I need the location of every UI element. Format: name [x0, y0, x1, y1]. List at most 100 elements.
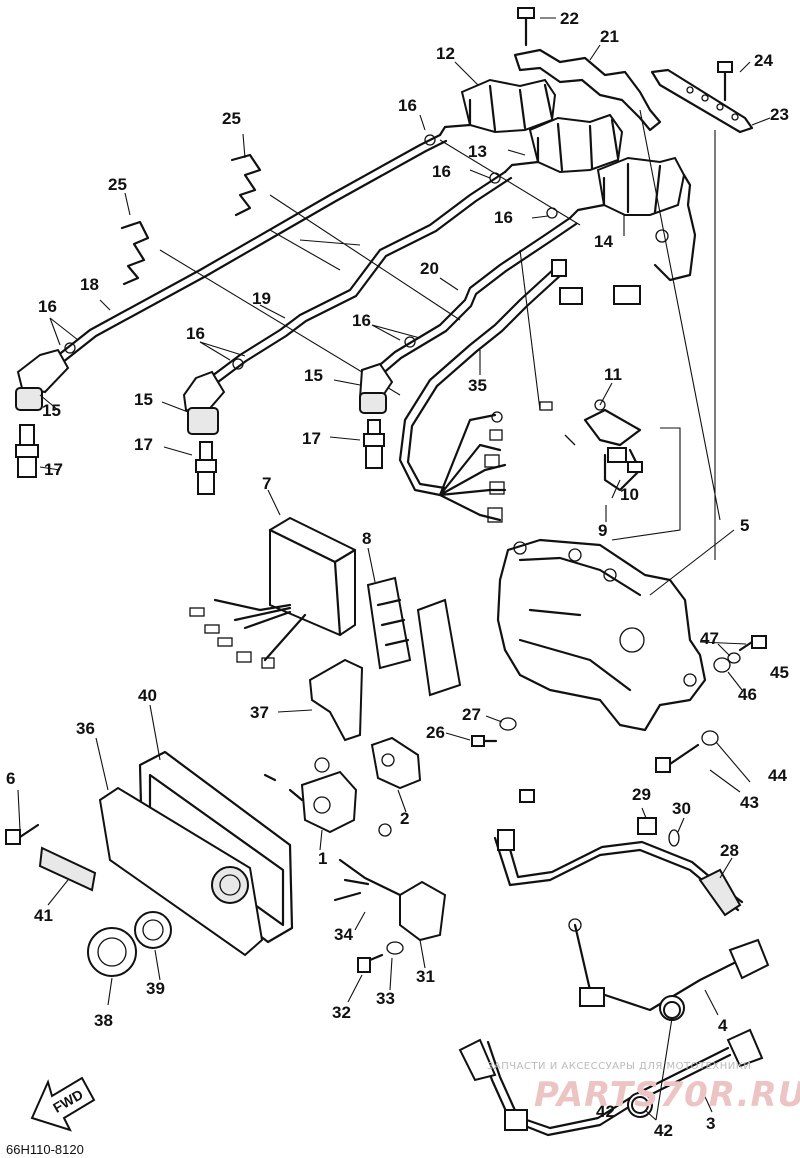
callout-17b: 17	[134, 435, 153, 454]
callout-37: 37	[250, 703, 269, 722]
bolt-26	[471, 735, 498, 747]
bolt-43	[655, 743, 700, 773]
washer-30	[668, 829, 680, 847]
callout-23: 23	[770, 105, 789, 124]
callout-33: 33	[376, 989, 395, 1008]
bracket-37	[308, 658, 364, 742]
fwd-arrow-icon	[30, 1076, 96, 1132]
callout-43: 43	[740, 793, 759, 812]
callout-39: 39	[146, 979, 165, 998]
callout-25a: 25	[222, 109, 241, 128]
callout-26: 26	[426, 723, 445, 742]
bolt-6	[5, 823, 40, 845]
cord-19	[198, 170, 513, 393]
callout-15b: 15	[134, 390, 153, 409]
washer-46	[713, 657, 731, 673]
leader-lines	[17, 17, 771, 1121]
callout-31: 31	[416, 967, 435, 986]
callout-1: 1	[318, 849, 328, 868]
callout-21: 21	[600, 27, 619, 46]
clip-11	[539, 399, 606, 446]
callout-25b: 25	[108, 175, 127, 194]
callout-5: 5	[740, 516, 750, 535]
plug-cap-15b	[182, 370, 226, 435]
callout-16a: 16	[398, 96, 417, 115]
callout-15c: 15	[304, 366, 323, 385]
callout-36: 36	[76, 719, 95, 738]
callout-46: 46	[738, 685, 757, 704]
fuse-10	[627, 461, 643, 473]
callout-8: 8	[362, 529, 372, 548]
cover-31	[399, 880, 447, 942]
callout-40: 40	[138, 686, 157, 705]
ignition-coil-13	[503, 113, 624, 174]
callout-4: 4	[718, 1016, 728, 1035]
callout-16d: 16	[38, 297, 57, 316]
washer-44	[701, 730, 719, 746]
terminal-34	[333, 823, 402, 902]
alignment-lines	[159, 109, 721, 560]
callout-27: 27	[462, 705, 481, 724]
callout-42a: 42	[596, 1102, 615, 1121]
callout-22: 22	[560, 9, 579, 28]
callout-41: 41	[34, 906, 53, 925]
callout-20: 20	[420, 259, 439, 278]
callout-12: 12	[436, 44, 455, 63]
clamp-25a	[230, 153, 262, 217]
callout-7: 7	[262, 474, 272, 493]
callout-44: 44	[768, 766, 787, 785]
callout-13: 13	[468, 142, 487, 161]
callout-47: 47	[700, 629, 719, 648]
wire-harness-35	[398, 259, 641, 523]
callout-35: 35	[468, 376, 487, 395]
ignition-coil-12	[438, 78, 557, 137]
washer-47	[727, 652, 741, 664]
callout-19: 19	[252, 289, 271, 308]
cord-20	[366, 216, 578, 383]
callout-30: 30	[672, 799, 691, 818]
callout-45: 45	[770, 663, 789, 682]
watermark-logo: PARTS70R.RU	[534, 1075, 800, 1115]
clamp-25b	[120, 220, 150, 286]
callout-42b: 42	[654, 1121, 673, 1140]
clips-16	[64, 134, 558, 370]
lead-4	[568, 918, 770, 1021]
switch-2	[370, 736, 422, 790]
plate-23	[650, 68, 754, 134]
washer-27	[499, 717, 517, 731]
callout-16f: 16	[352, 311, 371, 330]
callout-6: 6	[6, 769, 16, 788]
grommet-42	[631, 1001, 681, 1114]
plug-cap-15c	[358, 362, 394, 414]
bracket-21	[513, 48, 662, 132]
bolt-45	[738, 635, 767, 652]
callout-16c: 16	[494, 208, 513, 227]
spark-plug-17a	[15, 424, 39, 478]
bolt-32	[357, 953, 384, 973]
starter-relay-1	[263, 757, 358, 834]
ignition-coil-14	[568, 156, 697, 282]
relay-9	[583, 408, 681, 541]
bolt-24	[717, 61, 733, 102]
callout-28: 28	[720, 841, 739, 860]
callout-16e: 16	[186, 324, 205, 343]
bolt-22	[517, 7, 535, 47]
callout-2: 2	[400, 809, 410, 828]
callout-9: 9	[598, 521, 608, 540]
callout-18: 18	[80, 275, 99, 294]
part-code: 66H110-8120	[6, 1142, 84, 1157]
callout-10: 10	[620, 485, 639, 504]
label-41	[38, 846, 97, 892]
washer-33	[386, 941, 404, 955]
gasket-36	[98, 786, 264, 957]
callout-3: 3	[706, 1114, 716, 1133]
callout-38: 38	[94, 1011, 113, 1030]
callout-16b: 16	[432, 162, 451, 181]
cord-18	[50, 133, 448, 368]
callout-34: 34	[334, 925, 353, 944]
callout-15a: 15	[42, 401, 61, 420]
watermark-line1: ЗАПЧАСТИ И АКСЕССУАРЫ ДЛЯ МОТОТЕХНИКИ	[487, 1061, 752, 1072]
callout-24: 24	[754, 51, 773, 70]
